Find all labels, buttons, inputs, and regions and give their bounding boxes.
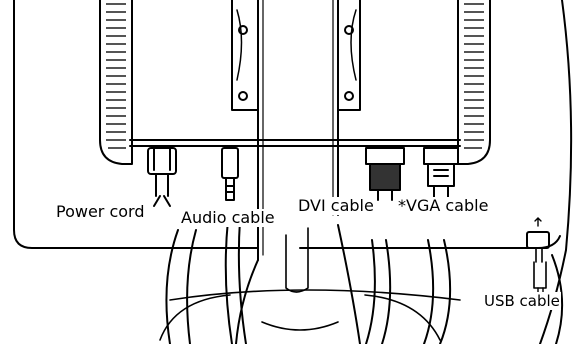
power-cord-label: Power cord (55, 203, 146, 221)
usb-cable-label: USB cable (483, 292, 561, 310)
audio-cable-connector (222, 148, 238, 200)
left-vent-slats (106, 4, 126, 148)
vga-cable-label: *VGA cable (397, 197, 489, 215)
dvi-cable-label: DVI cable (297, 197, 375, 215)
right-vent-slats (464, 4, 484, 148)
power-cord-connector (148, 148, 176, 206)
dvi-cable-connector (366, 148, 404, 200)
stand-foot (236, 225, 360, 344)
vga-cable-connector (424, 148, 458, 198)
mount-plate-right (338, 0, 360, 110)
audio-cable-label: Audio cable (180, 209, 276, 227)
